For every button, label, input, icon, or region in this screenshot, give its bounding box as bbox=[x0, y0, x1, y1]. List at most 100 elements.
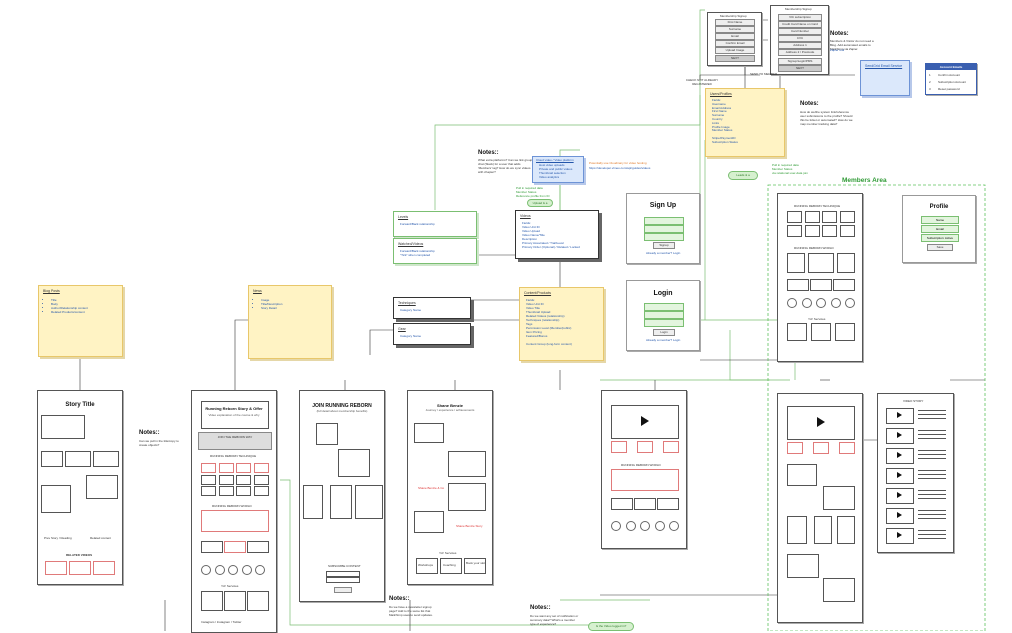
join-reborn-cta[interactable]: JOIN THE REBORN WAY bbox=[198, 432, 272, 450]
join-image bbox=[303, 485, 323, 519]
vimeo-api-link[interactable]: https://developer.vimeo.com/api/guides/v… bbox=[589, 166, 651, 170]
subscribe-input[interactable] bbox=[326, 571, 360, 577]
video-thumb[interactable] bbox=[637, 441, 653, 453]
technique-tile[interactable] bbox=[201, 463, 216, 473]
service-card[interactable] bbox=[224, 591, 246, 611]
technique-tile[interactable] bbox=[201, 486, 216, 496]
avatar[interactable] bbox=[654, 521, 665, 531]
login-button[interactable]: Login bbox=[653, 329, 675, 336]
profile-subscription-field[interactable]: Subscription: Active bbox=[921, 234, 959, 242]
technique-tile[interactable] bbox=[787, 225, 802, 237]
signup-login-link[interactable]: Already a member? Login bbox=[646, 251, 681, 255]
avatar[interactable] bbox=[640, 521, 650, 531]
technique-tile[interactable] bbox=[822, 225, 837, 237]
avatar[interactable] bbox=[201, 565, 211, 575]
avatar[interactable] bbox=[625, 521, 636, 531]
play-icon[interactable] bbox=[897, 532, 902, 538]
avatar[interactable] bbox=[255, 565, 265, 575]
first-name-field[interactable]: First Name bbox=[715, 19, 755, 26]
avatar[interactable] bbox=[611, 521, 621, 531]
technique-tile[interactable] bbox=[236, 486, 251, 496]
member-video-thumb[interactable] bbox=[813, 442, 829, 454]
avatar[interactable] bbox=[669, 521, 679, 531]
play-icon[interactable] bbox=[897, 412, 902, 418]
shane-service-card[interactable] bbox=[464, 558, 486, 574]
technique-tile[interactable] bbox=[253, 486, 269, 496]
profile-name-field[interactable]: Name bbox=[921, 216, 959, 224]
play-icon[interactable] bbox=[817, 417, 825, 427]
shane-service-card[interactable] bbox=[440, 558, 462, 574]
login-input[interactable] bbox=[644, 319, 684, 327]
zapier-link[interactable]: Zapier tool bbox=[830, 48, 845, 52]
cvc-field[interactable]: CVC bbox=[778, 35, 822, 42]
technique-tile[interactable] bbox=[787, 211, 802, 223]
technique-tile[interactable] bbox=[804, 211, 820, 223]
play-icon[interactable] bbox=[897, 512, 902, 518]
related-video-thumb[interactable] bbox=[93, 561, 115, 575]
service-card[interactable] bbox=[201, 591, 223, 611]
technique-tile[interactable] bbox=[236, 474, 251, 485]
technique-tile[interactable] bbox=[839, 225, 855, 237]
signup-button[interactable]: Signup bbox=[653, 242, 675, 249]
technique-tile[interactable] bbox=[822, 211, 837, 223]
story-prev-link[interactable]: Prev Story / Reading bbox=[44, 536, 72, 540]
technique-tile[interactable] bbox=[218, 474, 234, 485]
login-input[interactable] bbox=[644, 303, 684, 311]
member-service-card[interactable] bbox=[835, 323, 855, 341]
member-video-thumb[interactable] bbox=[787, 442, 803, 454]
service-card[interactable] bbox=[247, 591, 269, 611]
avatar[interactable] bbox=[801, 298, 812, 308]
technique-tile[interactable] bbox=[218, 486, 234, 496]
technique-tile[interactable] bbox=[236, 463, 251, 473]
play-icon[interactable] bbox=[897, 492, 902, 498]
card-name-field[interactable]: Credit Card Name on Card bbox=[778, 21, 822, 28]
avatar[interactable] bbox=[830, 298, 841, 308]
login-input[interactable] bbox=[644, 311, 684, 319]
email-field[interactable]: Email bbox=[715, 33, 755, 40]
signup-input[interactable] bbox=[644, 225, 684, 233]
avatar[interactable] bbox=[228, 565, 238, 575]
vic-subscription-field[interactable]: VIC subscription bbox=[778, 14, 822, 21]
technique-tile[interactable] bbox=[253, 474, 269, 485]
technique-tile[interactable] bbox=[804, 225, 820, 237]
shane-service-card[interactable] bbox=[416, 558, 438, 574]
card-number-field[interactable]: Card Number bbox=[778, 28, 822, 35]
signup-input[interactable] bbox=[644, 233, 684, 241]
subscribe-button[interactable] bbox=[334, 587, 352, 593]
video-thumb[interactable] bbox=[663, 441, 679, 453]
avatar[interactable] bbox=[787, 298, 797, 308]
upload-image-field[interactable]: Upload Image bbox=[715, 47, 755, 54]
technique-tile[interactable] bbox=[201, 474, 216, 485]
login-signup-link[interactable]: Already a member? Login bbox=[646, 338, 681, 342]
video-thumb[interactable] bbox=[611, 441, 627, 453]
play-icon[interactable] bbox=[897, 452, 902, 458]
avatar[interactable] bbox=[241, 565, 252, 575]
member-service-card[interactable] bbox=[811, 323, 831, 341]
signup-input[interactable] bbox=[644, 217, 684, 225]
signup-next-button-2[interactable]: NEXT bbox=[778, 65, 822, 72]
footer-social-links[interactable]: Instagram / Instagram / Twitter bbox=[201, 620, 242, 624]
avatar[interactable] bbox=[214, 565, 225, 575]
story-next-link[interactable]: Related content bbox=[90, 536, 112, 540]
avatar[interactable] bbox=[816, 298, 826, 308]
play-icon[interactable] bbox=[897, 472, 902, 478]
technique-tile[interactable] bbox=[839, 211, 855, 223]
avatar[interactable] bbox=[845, 298, 855, 308]
technique-tile[interactable] bbox=[218, 463, 234, 473]
technique-tile[interactable] bbox=[253, 463, 269, 473]
address-1-field[interactable]: Address 1 bbox=[778, 42, 822, 49]
profile-save-button[interactable]: Save bbox=[927, 244, 953, 251]
profile-email-field[interactable]: Email bbox=[921, 225, 959, 233]
surname-field[interactable]: Surname bbox=[715, 26, 755, 33]
subscribe-input[interactable] bbox=[326, 577, 360, 583]
signup-next-button[interactable]: NEXT bbox=[715, 55, 755, 62]
signup-checkbox[interactable]: Signup/Login/PMS bbox=[778, 58, 822, 65]
play-icon[interactable] bbox=[641, 416, 649, 426]
related-video-thumb[interactable] bbox=[69, 561, 91, 575]
confirm-email-field[interactable]: Confirm Email bbox=[715, 40, 755, 47]
member-video-thumb[interactable] bbox=[839, 442, 855, 454]
address-2-field[interactable]: Address 2 / Postcode bbox=[778, 49, 822, 56]
member-service-card[interactable] bbox=[787, 323, 807, 341]
related-video-thumb[interactable] bbox=[45, 561, 67, 575]
play-icon[interactable] bbox=[897, 432, 902, 438]
